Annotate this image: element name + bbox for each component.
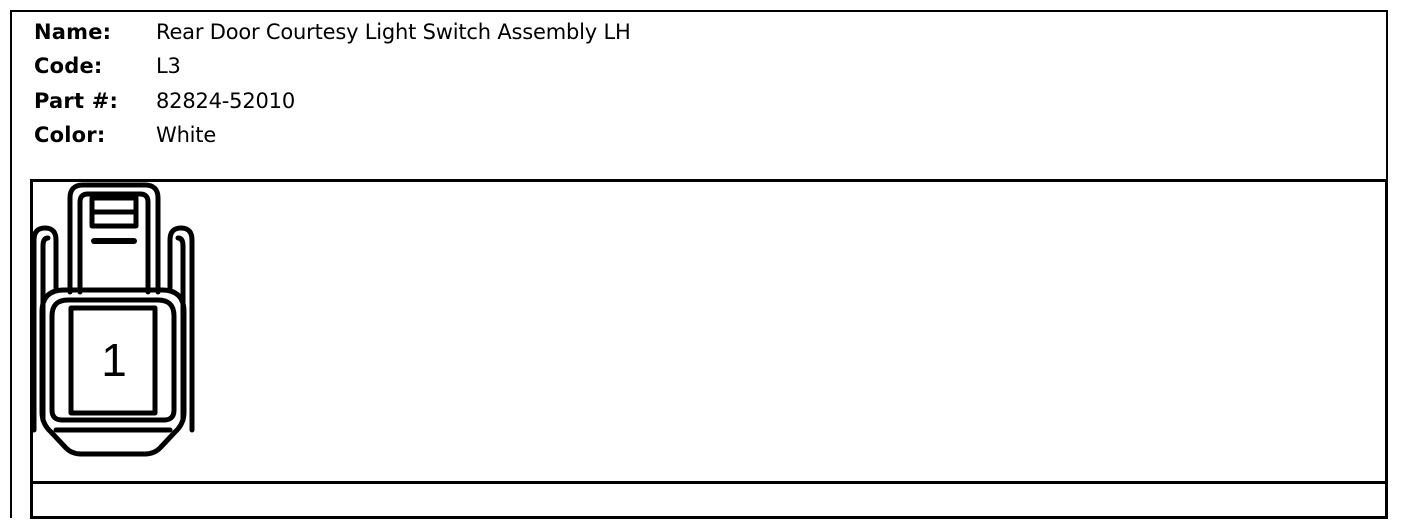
connector-latch-inner <box>77 191 151 295</box>
part-number-value: 82824-52010 <box>156 89 295 113</box>
name-label: Name: <box>34 20 112 44</box>
color-value: White <box>156 123 217 147</box>
connector-right-clip-inner <box>175 235 186 423</box>
connector-latch-outer <box>67 182 161 295</box>
connector-left-clip-inner <box>40 235 51 423</box>
connector-diagram-panel <box>30 179 1388 484</box>
pin-1-cavity <box>68 305 158 416</box>
connector-face-drawing: 1 <box>31 182 195 457</box>
code-label: Code: <box>34 54 103 78</box>
connector-left-clip <box>31 225 59 433</box>
pin-1-label: 1 <box>101 334 127 386</box>
code-value: L3 <box>156 54 181 78</box>
color-label: Color: <box>34 123 106 147</box>
connector-right-clip <box>167 225 195 433</box>
connector-body-outer <box>39 287 187 457</box>
part-number-label: Part #: <box>34 89 119 113</box>
connector-footer-panel <box>30 481 1388 519</box>
connector-body-inner <box>49 297 177 423</box>
name-value: Rear Door Courtesy Light Switch Assembly… <box>156 20 631 44</box>
